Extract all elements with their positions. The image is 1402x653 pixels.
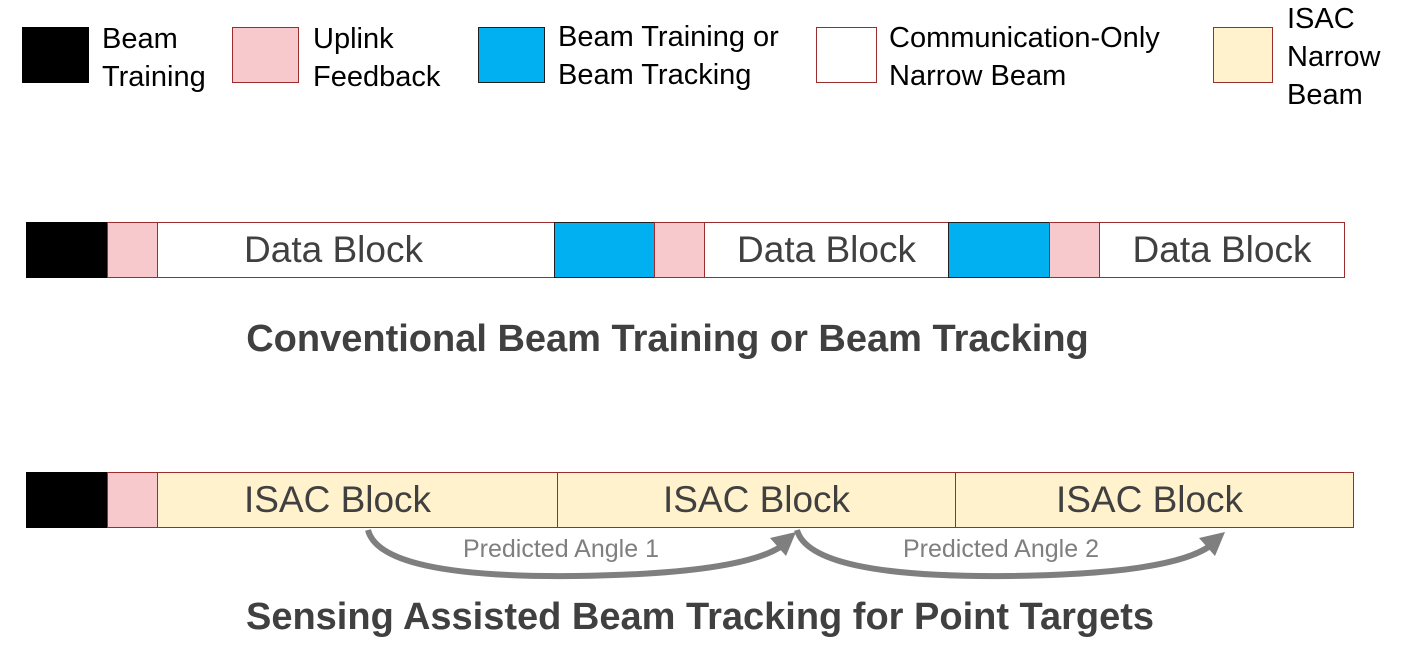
- legend-swatch-beam-training: [22, 27, 89, 83]
- conv-uplink-feedback-3: [1049, 222, 1100, 278]
- conv-data-block-3-label: Data Block: [1132, 229, 1312, 270]
- sens-isac-block-1-label: ISAC Block: [243, 479, 432, 520]
- legend-label-beam-training: Beam Training: [102, 23, 206, 93]
- predicted-angle-1-arrowhead: [770, 532, 796, 556]
- sens-isac-block-3: ISAC Block: [955, 472, 1354, 528]
- legend-label-beam-tracking: Beam Training or Beam Tracking: [558, 21, 779, 91]
- conventional-caption: Conventional Beam Training or Beam Track…: [246, 318, 1089, 360]
- sens-isac-block-2-label: ISAC Block: [662, 479, 851, 520]
- legend-label-comm-only: Communication-Only Narrow Beam: [889, 22, 1160, 92]
- conv-data-block-1-label: Data Block: [244, 229, 423, 270]
- predicted-angle-2-label: Predicted Angle 2: [903, 535, 1099, 563]
- predicted-angle-1-label: Predicted Angle 1: [463, 535, 659, 563]
- conv-data-block-3: Data Block: [1099, 222, 1345, 278]
- sensing-caption: Sensing Assisted Beam Tracking for Point…: [245, 596, 1154, 638]
- conv-beam-tracking-2: [948, 222, 1050, 278]
- predicted-angle-2-arrowhead: [1199, 532, 1225, 556]
- conv-uplink-feedback-1: [107, 222, 158, 278]
- sens-isac-block-3-label: ISAC Block: [1055, 479, 1244, 520]
- predicted-angle-2-arrow: [794, 528, 1212, 580]
- conv-beam-tracking-1: [554, 222, 655, 278]
- conv-data-block-2-label: Data Block: [737, 229, 916, 270]
- legend-swatch-isac: [1213, 27, 1273, 83]
- sens-isac-block-2: ISAC Block: [557, 472, 956, 528]
- sens-beam-training: [26, 472, 108, 528]
- legend-label-isac: ISAC Narrow Beam: [1287, 3, 1381, 111]
- legend-label-uplink-feedback: Uplink Feedback: [313, 23, 441, 93]
- conv-data-block-2: Data Block: [704, 222, 949, 278]
- legend-swatch-uplink-feedback: [232, 27, 299, 83]
- conv-data-block-1: Data Block: [157, 222, 555, 278]
- predicted-angle-1-arrow: [365, 529, 784, 580]
- legend-swatch-comm-only: [816, 27, 877, 83]
- conv-uplink-feedback-2: [654, 222, 705, 278]
- legend-swatch-beam-tracking: [478, 27, 545, 83]
- sens-isac-block-1: ISAC Block: [157, 472, 558, 528]
